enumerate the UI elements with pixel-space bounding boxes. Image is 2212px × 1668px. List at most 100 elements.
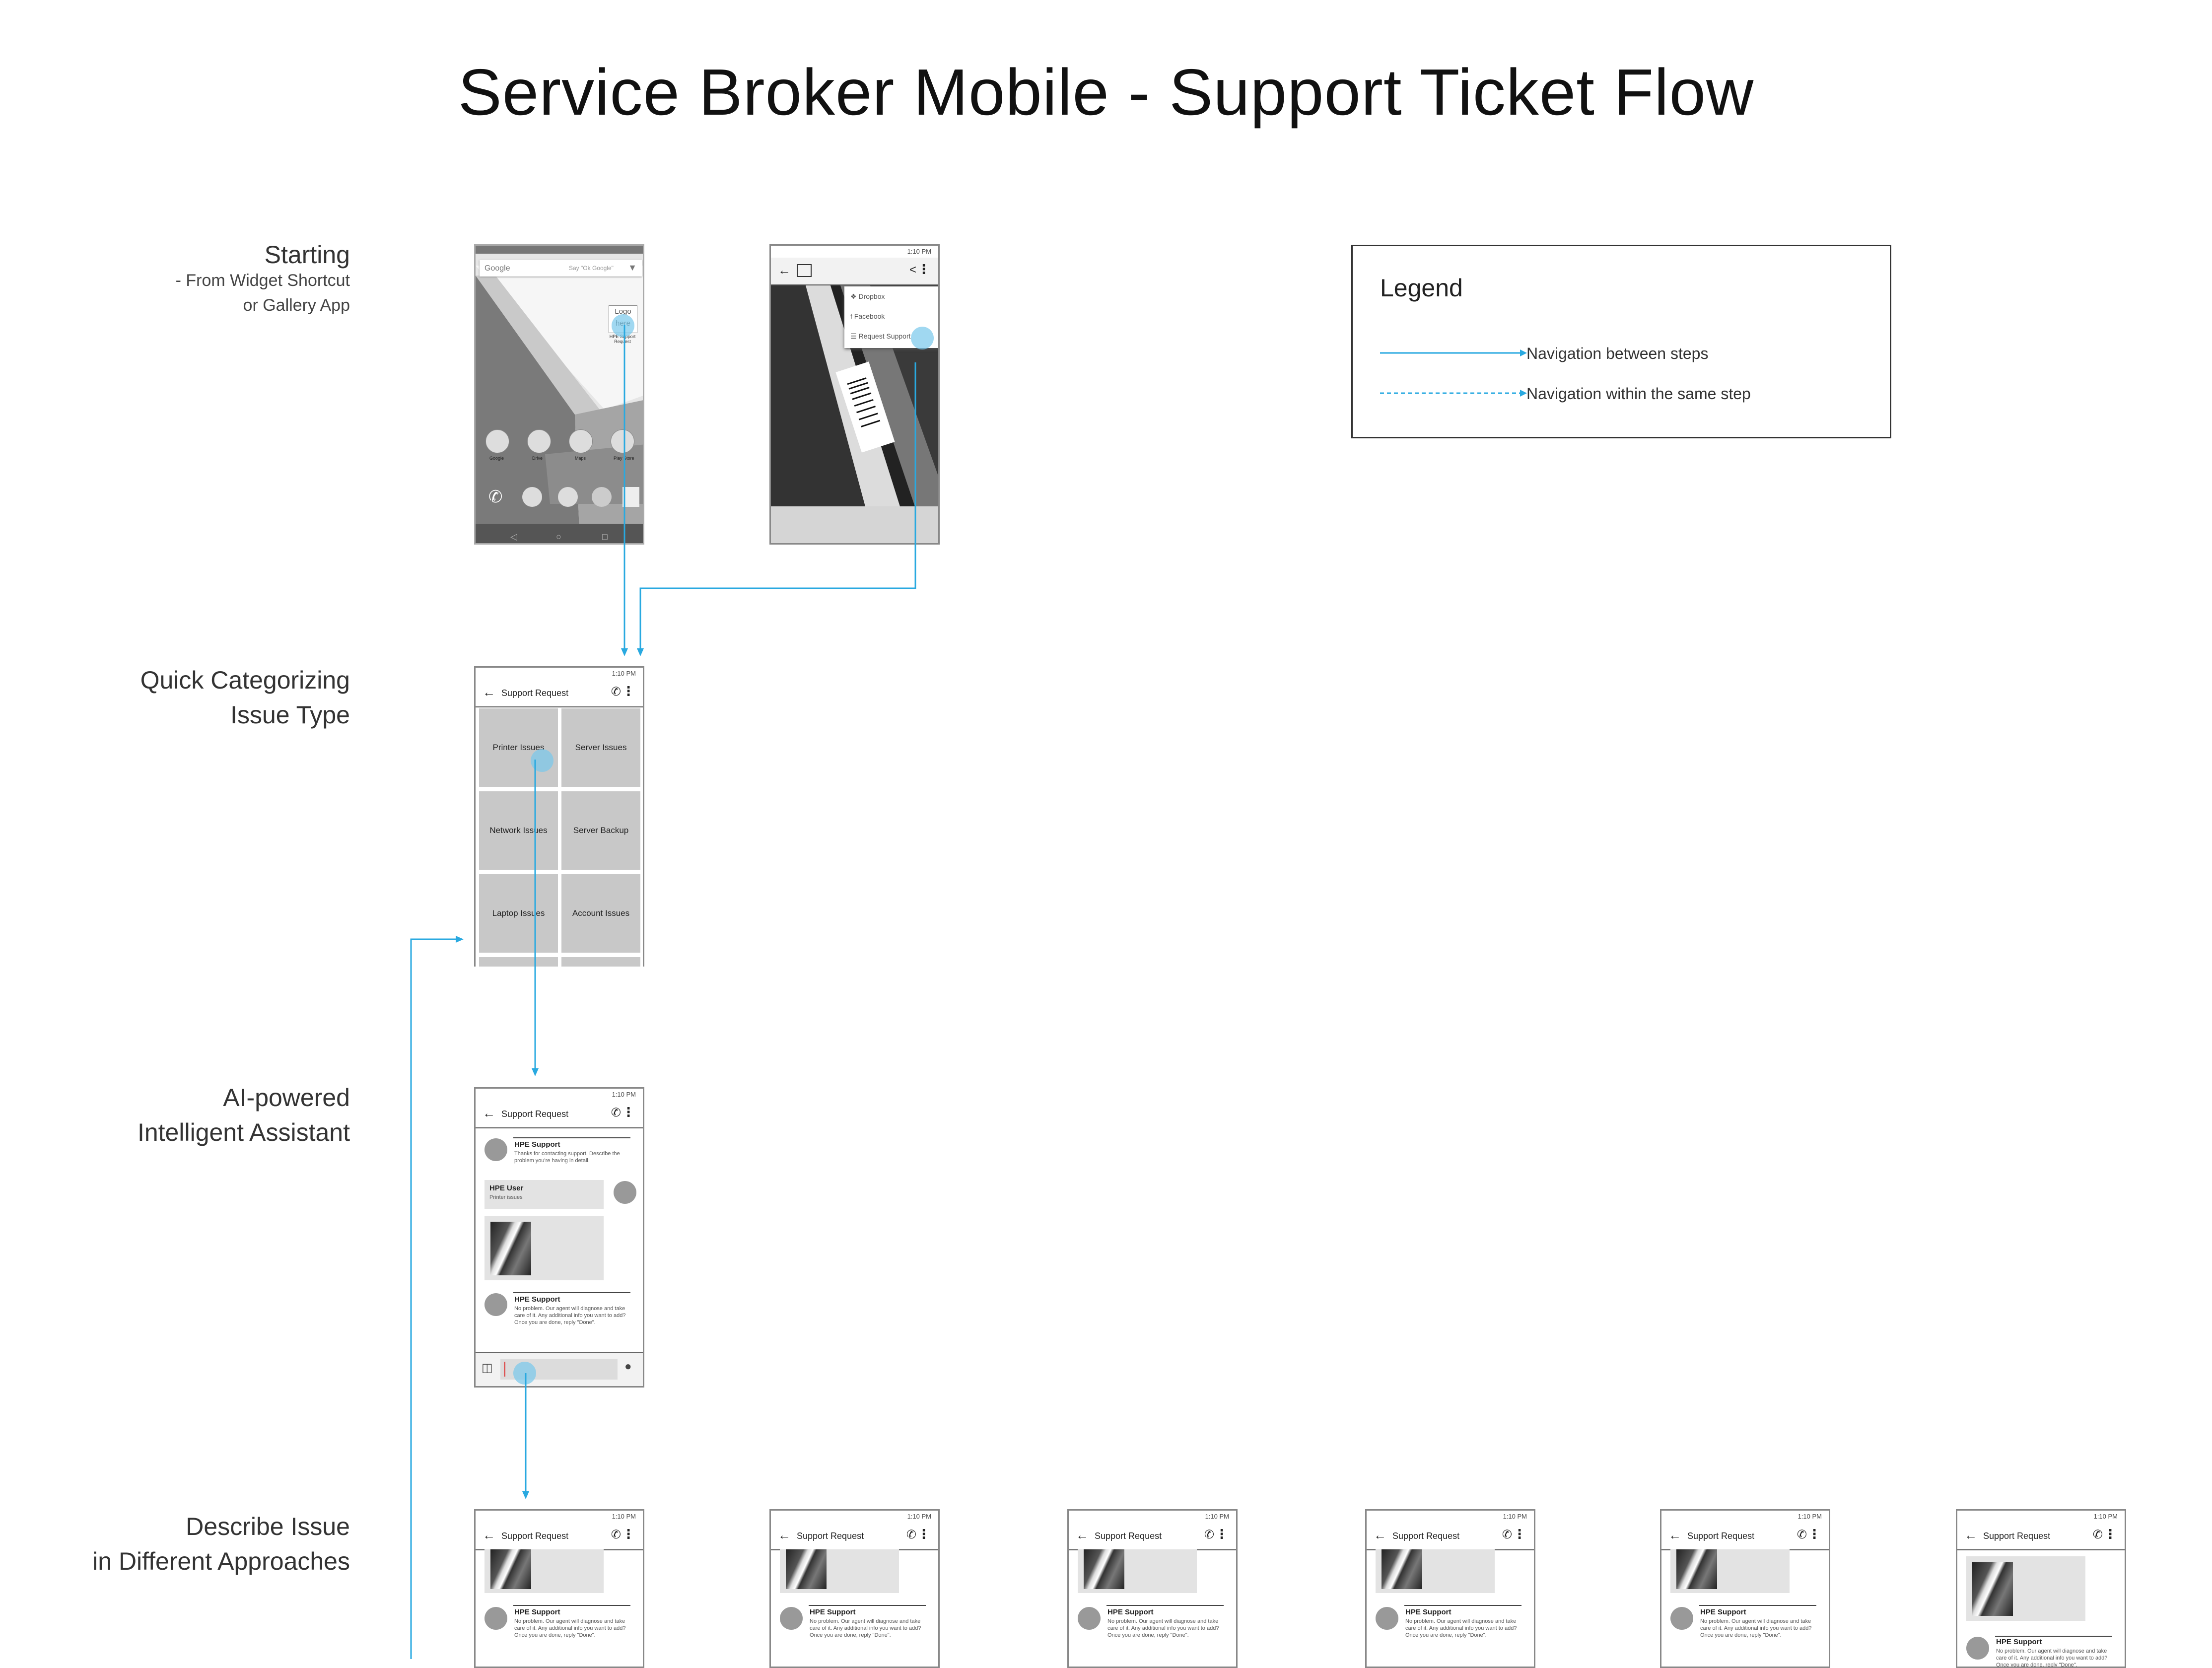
phone-icon[interactable]: ✆ (1502, 1528, 1512, 1541)
menu-item-dropbox[interactable]: ❖ Dropbox (850, 292, 885, 301)
user-avatar (614, 1181, 636, 1204)
describe-issue-phone: 1:10 PM ← Support Request ✆ ⋮ HPE Suppor… (769, 1509, 940, 1668)
phone-icon[interactable]: ✆ (611, 685, 621, 698)
back-arrow-icon[interactable]: ← (1076, 1528, 1089, 1542)
google-search-bar[interactable]: Google Say "Ok Google" ▼ (480, 260, 642, 277)
more-vert-icon[interactable]: ⋮ (622, 1105, 635, 1119)
back-arrow-icon[interactable]: ← (1668, 1528, 1681, 1542)
app-icon-maps[interactable] (569, 429, 593, 453)
phone-icon[interactable]: ✆ (906, 1528, 916, 1541)
describe-issue-phone: 1:10 PM ← Support Request ✆ ⋮ HPE Suppor… (1956, 1509, 2126, 1668)
status-time: 1:10 PM (1205, 1513, 1229, 1520)
phone-icon[interactable]: ✆ (1204, 1528, 1214, 1541)
appbar-title: Support Request (1687, 1531, 1755, 1541)
phone-icon[interactable]: ✆ (611, 1528, 621, 1541)
agent-avatar (484, 1607, 507, 1630)
nav-recent-icon[interactable]: □ (602, 532, 608, 542)
more-vert-icon[interactable]: ⋮ (2104, 1527, 2117, 1541)
message-divider (1106, 1605, 1224, 1606)
attached-photo-thumbnail[interactable] (1676, 1549, 1717, 1589)
support-appbar: ← Support Request ✆ ⋮ (476, 1101, 643, 1128)
phone-icon[interactable]: ✆ (611, 1106, 621, 1119)
menu-item-request-support-label: Request Support (858, 332, 911, 340)
app-icon-google[interactable] (485, 429, 509, 453)
back-arrow-icon[interactable]: ← (483, 685, 495, 699)
category-tile-backup[interactable]: Server Backup (561, 791, 640, 870)
step-label-categorize-2: Issue Type (230, 701, 350, 729)
back-arrow-icon[interactable]: ← (778, 1528, 791, 1542)
facebook-icon: f (850, 312, 852, 320)
app-icon-drive[interactable] (527, 429, 551, 453)
image-message-bubble (780, 1549, 899, 1593)
more-vert-icon[interactable]: ⋮ (622, 1527, 635, 1541)
mic-icon[interactable]: ▼ (628, 263, 637, 273)
more-vert-icon[interactable]: ⋮ (917, 262, 930, 277)
more-vert-icon[interactable]: ⋮ (1513, 1527, 1526, 1541)
phone-icon[interactable]: ✆ (1797, 1528, 1807, 1541)
agent-name: HPE Support (1996, 1638, 2042, 1646)
share-menu: ❖ Dropbox f Facebook ☰ Request Support (844, 286, 938, 348)
dropbox-icon: ❖ (850, 292, 857, 300)
connector-gallery-to-category (639, 362, 916, 650)
attached-photo-thumbnail[interactable] (1382, 1549, 1422, 1589)
back-arrow-icon[interactable]: ← (778, 263, 791, 278)
attach-icon[interactable]: ◫ (482, 1361, 493, 1375)
agent-name: HPE Support (514, 1608, 560, 1616)
assistant-phone: 1:10 PM ← Support Request ✆ ⋮ HPE Suppor… (474, 1087, 644, 1388)
touch-indicator (612, 314, 634, 337)
back-arrow-icon[interactable]: ← (1964, 1528, 1977, 1542)
menu-item-facebook-label: Facebook (854, 312, 885, 320)
dock-phone-icon[interactable]: ✆ (488, 487, 503, 506)
dock-camera-icon[interactable] (622, 487, 639, 507)
attached-photo-thumbnail[interactable] (786, 1549, 827, 1589)
describe-issue-phone: 1:10 PM ← Support Request ✆ ⋮ HPE Suppor… (474, 1509, 644, 1668)
attached-photo-thumbnail[interactable] (490, 1222, 531, 1275)
category-tile-partial[interactable] (479, 957, 558, 967)
more-vert-icon[interactable]: ⋮ (622, 684, 635, 698)
appbar-title: Support Request (501, 1531, 569, 1541)
category-tile-account[interactable]: Account Issues (561, 874, 640, 953)
appbar-title: Support Request (501, 1109, 569, 1119)
back-arrow-icon[interactable]: ← (1374, 1528, 1386, 1542)
touch-indicator (911, 327, 934, 349)
back-arrow-icon[interactable]: ← (483, 1528, 495, 1542)
dock-chrome-icon[interactable] (592, 487, 612, 507)
app-label-drive: Drive (532, 456, 543, 461)
dock-hangouts-icon[interactable] (522, 487, 542, 507)
mic-icon[interactable]: ● (624, 1360, 632, 1373)
user-name: HPE User (489, 1184, 524, 1192)
support-appbar: ← Support Request ✆ ⋮ (1957, 1523, 2125, 1550)
category-tile-server[interactable]: Server Issues (561, 708, 640, 787)
app-icon-play-store[interactable] (611, 429, 634, 453)
google-search-text: Google (484, 264, 510, 273)
arrowhead (532, 1068, 539, 1076)
nav-back-icon[interactable]: ◁ (510, 532, 517, 542)
user-message: Printer issues (489, 1194, 523, 1200)
attached-photo-thumbnail[interactable] (490, 1549, 531, 1589)
image-message-bubble (1078, 1549, 1197, 1593)
dock-apps-icon[interactable] (558, 487, 578, 507)
back-arrow-icon[interactable]: ← (483, 1106, 495, 1120)
menu-item-request-support[interactable]: ☰ Request Support (850, 332, 911, 341)
category-tile-laptop[interactable]: Laptop Issues (479, 874, 558, 953)
attached-photo-thumbnail[interactable] (1972, 1562, 2013, 1616)
text-cursor (504, 1362, 505, 1377)
connector-back-to-category (410, 938, 457, 1659)
agent-name: HPE Support (1405, 1608, 1452, 1616)
image-message-bubble (1376, 1549, 1495, 1593)
more-vert-icon[interactable]: ⋮ (1215, 1527, 1228, 1541)
agent-name: HPE Support (514, 1140, 560, 1149)
category-tile-partial[interactable] (561, 957, 640, 967)
touch-indicator (513, 1362, 536, 1385)
share-icon[interactable]: < (909, 263, 916, 277)
nav-home-icon[interactable]: ○ (556, 532, 561, 542)
more-vert-icon[interactable]: ⋮ (917, 1527, 930, 1541)
category-tile-network[interactable]: Network Issues (479, 791, 558, 870)
support-appbar: ← Support Request ✆ ⋮ (476, 680, 643, 707)
image-message-bubble (1670, 1549, 1790, 1593)
more-vert-icon[interactable]: ⋮ (1808, 1527, 1821, 1541)
phone-icon[interactable]: ✆ (2092, 1528, 2103, 1541)
attached-photo-thumbnail[interactable] (1084, 1549, 1124, 1589)
category-tile-printer[interactable]: Printer Issues (479, 708, 558, 787)
menu-item-facebook[interactable]: f Facebook (850, 312, 885, 320)
